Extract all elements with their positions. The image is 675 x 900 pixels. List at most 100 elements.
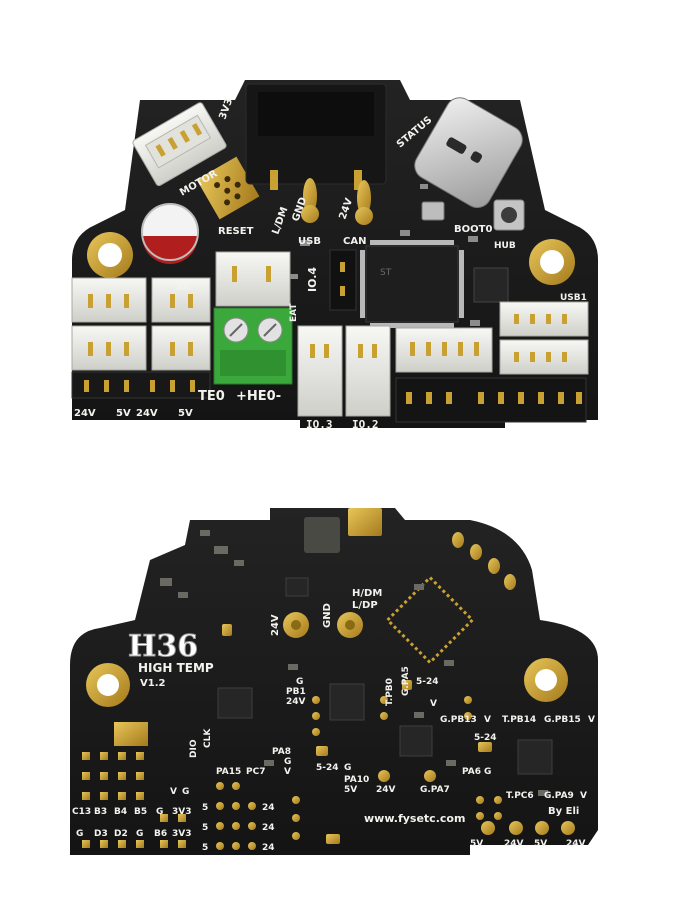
label-can: CAN xyxy=(343,236,366,247)
label-b5: B5 xyxy=(134,807,147,817)
thermistor-connector xyxy=(215,251,291,307)
label-g3: G xyxy=(344,763,351,773)
top-smd-parts xyxy=(290,184,480,326)
label-high-temp: HIGH TEMP xyxy=(138,661,214,675)
label-tpc6: T.PC6 xyxy=(506,791,534,801)
label-gpa9: G.PA9 xyxy=(544,791,574,801)
label-24vc: 24V xyxy=(376,785,396,795)
label-n24c: 24 xyxy=(262,843,275,853)
bottom-rotated-chip xyxy=(385,575,475,665)
lower-left-pad-grid xyxy=(82,752,186,848)
label-website: www.fysetc.com xyxy=(364,812,465,825)
label-g1: G xyxy=(296,677,303,687)
top-board-view: ST xyxy=(71,80,598,431)
label-n5c: 5 xyxy=(202,843,208,853)
label-n24a: 24 xyxy=(262,803,275,813)
label-v-a: V xyxy=(430,699,437,709)
label-g4: G xyxy=(484,767,491,777)
label-he0: +HE0- xyxy=(236,389,281,404)
usb1-connectors xyxy=(499,301,589,375)
label-v-d: V xyxy=(284,767,291,777)
label-b-24v: 24V xyxy=(270,614,281,636)
label-to: TO xyxy=(450,329,464,339)
io-connectors xyxy=(297,249,493,417)
label-bottom-24v-a: 24V xyxy=(74,408,96,419)
right-pad-column xyxy=(452,532,516,590)
inductor-gray xyxy=(304,517,340,553)
label-tpb0: T.PB0 xyxy=(385,678,395,706)
mounting-hole-right xyxy=(529,239,575,285)
pin-header-row xyxy=(395,377,587,423)
inductor-gold xyxy=(348,508,382,536)
power-screw-pads xyxy=(283,612,363,638)
bottom-board-view: H36 HIGH TEMP V1.2 24V GND H/DM L/DP G P… xyxy=(70,508,598,855)
label-boot: BOOT0 xyxy=(454,224,492,235)
label-v-g-v: V xyxy=(170,787,177,797)
label-g7: G xyxy=(136,829,143,839)
bottom-mounting-hole-left xyxy=(86,663,130,707)
label-tpb14: T.PB14 xyxy=(502,715,536,725)
label-f24va: 24V xyxy=(504,839,524,849)
label-fan: AN xyxy=(176,283,191,293)
mcu-chip: ST xyxy=(360,240,464,328)
label-pb1: PB1 xyxy=(286,687,306,697)
label-bottom-5v-a: 5V xyxy=(116,408,131,419)
label-g2: G xyxy=(284,757,291,767)
bottom-edge-pads xyxy=(481,821,575,835)
bottom-mounting-hole-right xyxy=(524,658,568,702)
label-524c: 5-24 xyxy=(474,733,497,743)
label-524: 5-24 xyxy=(416,677,439,687)
hub-chip xyxy=(473,267,509,303)
label-3v3b: 3V3 xyxy=(172,829,192,839)
label-v-c: V xyxy=(588,715,595,725)
label-b4: B4 xyxy=(114,807,127,817)
label-3v3a: 3V3 xyxy=(172,807,192,817)
buzzer-pad xyxy=(196,156,260,220)
label-io4: IO.4 xyxy=(306,267,319,292)
boot-button xyxy=(493,199,525,231)
svg-text:ST: ST xyxy=(380,268,392,278)
label-io2: IO.2 xyxy=(352,418,379,431)
mounting-hole-left xyxy=(87,232,133,278)
label-dio: DIO xyxy=(189,739,199,758)
jumper-pads xyxy=(222,624,492,844)
power-connector xyxy=(245,83,387,225)
label-ldp: L/DP xyxy=(352,600,378,611)
label-b6: B6 xyxy=(154,829,167,839)
label-clk: CLK xyxy=(203,728,213,748)
label-bottom-24v-b: 24V xyxy=(136,408,158,419)
label-eat: EAT xyxy=(289,303,299,322)
crystal xyxy=(421,201,445,221)
heater-terminal-block xyxy=(213,307,293,385)
bottom-ics xyxy=(217,577,553,775)
label-d3: D3 xyxy=(94,829,108,839)
label-5v: 5V xyxy=(344,785,357,795)
label-f24vb: 24V xyxy=(566,839,586,849)
label-f5vb: 5V xyxy=(534,839,547,849)
label-v-b: V xyxy=(484,715,491,725)
label-pa8: PA8 xyxy=(272,747,291,757)
label-usb1: USB1 xyxy=(560,293,587,303)
label-hdm: H/DM xyxy=(352,588,382,599)
label-usb: USB xyxy=(298,236,321,247)
label-version: V1.2 xyxy=(140,678,165,689)
label-gpa5: G.PA5 xyxy=(401,666,411,696)
fan-connector-block xyxy=(71,277,211,399)
label-gpa7: G.PA7 xyxy=(420,785,450,795)
label-author: By Eli xyxy=(548,806,579,817)
label-f5va: 5V xyxy=(470,839,483,849)
label-gpb15: G.PB15 xyxy=(544,715,581,725)
electrolytic-capacitor xyxy=(141,203,199,264)
bottom-pcb-substrate xyxy=(70,508,598,855)
label-c13: C13 xyxy=(72,807,91,817)
label-24vb: 24V xyxy=(286,697,306,707)
label-g5: G xyxy=(156,807,163,817)
label-pa10: PA10 xyxy=(344,775,369,785)
label-d2: D2 xyxy=(114,829,128,839)
label-pa6: PA6 xyxy=(462,767,481,777)
bottom-left-ic xyxy=(114,722,148,746)
usb-c-port xyxy=(414,97,523,208)
label-pc7: PC7 xyxy=(246,767,265,777)
label-gpb13: G.PB13 xyxy=(440,715,477,725)
